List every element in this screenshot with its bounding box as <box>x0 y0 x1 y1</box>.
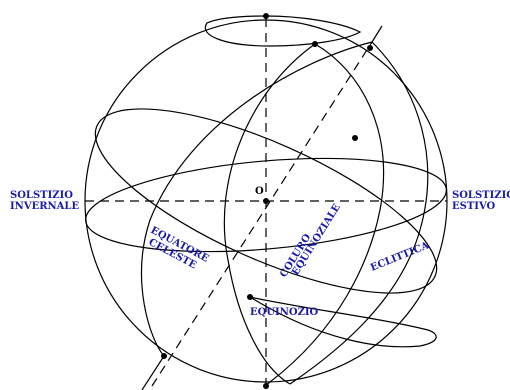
solstice-winter-label-2: INVERNALE <box>10 201 79 212</box>
north-pole-point <box>263 13 269 19</box>
ecliptic-label-group: ECLITTICA <box>369 240 431 274</box>
equinoctial-colure <box>266 44 384 385</box>
axis-top-point <box>367 45 373 51</box>
axis-bottom-point <box>161 353 167 359</box>
solstice-summer-label-2: ESTIVO <box>452 201 496 212</box>
center-point <box>263 198 269 204</box>
south-pole-point <box>263 383 269 389</box>
center-label: O <box>255 186 264 197</box>
equinoctial-colure-back <box>224 44 315 384</box>
equinox-label: EQUINOZIO <box>250 307 319 318</box>
meridian-right <box>290 42 428 384</box>
ecliptic-label: ECLITTICA <box>369 240 431 274</box>
equinox-loop <box>250 297 436 347</box>
equinox-point <box>247 294 253 300</box>
ecliptic-pole-point <box>352 135 358 141</box>
colure-top-point <box>312 41 318 47</box>
solstice-winter-label-1: SOLSTIZIO <box>10 190 73 201</box>
polar-axis-upper-end <box>372 26 382 42</box>
solstice-summer-label-1: SOLSTIZIO <box>452 190 510 201</box>
